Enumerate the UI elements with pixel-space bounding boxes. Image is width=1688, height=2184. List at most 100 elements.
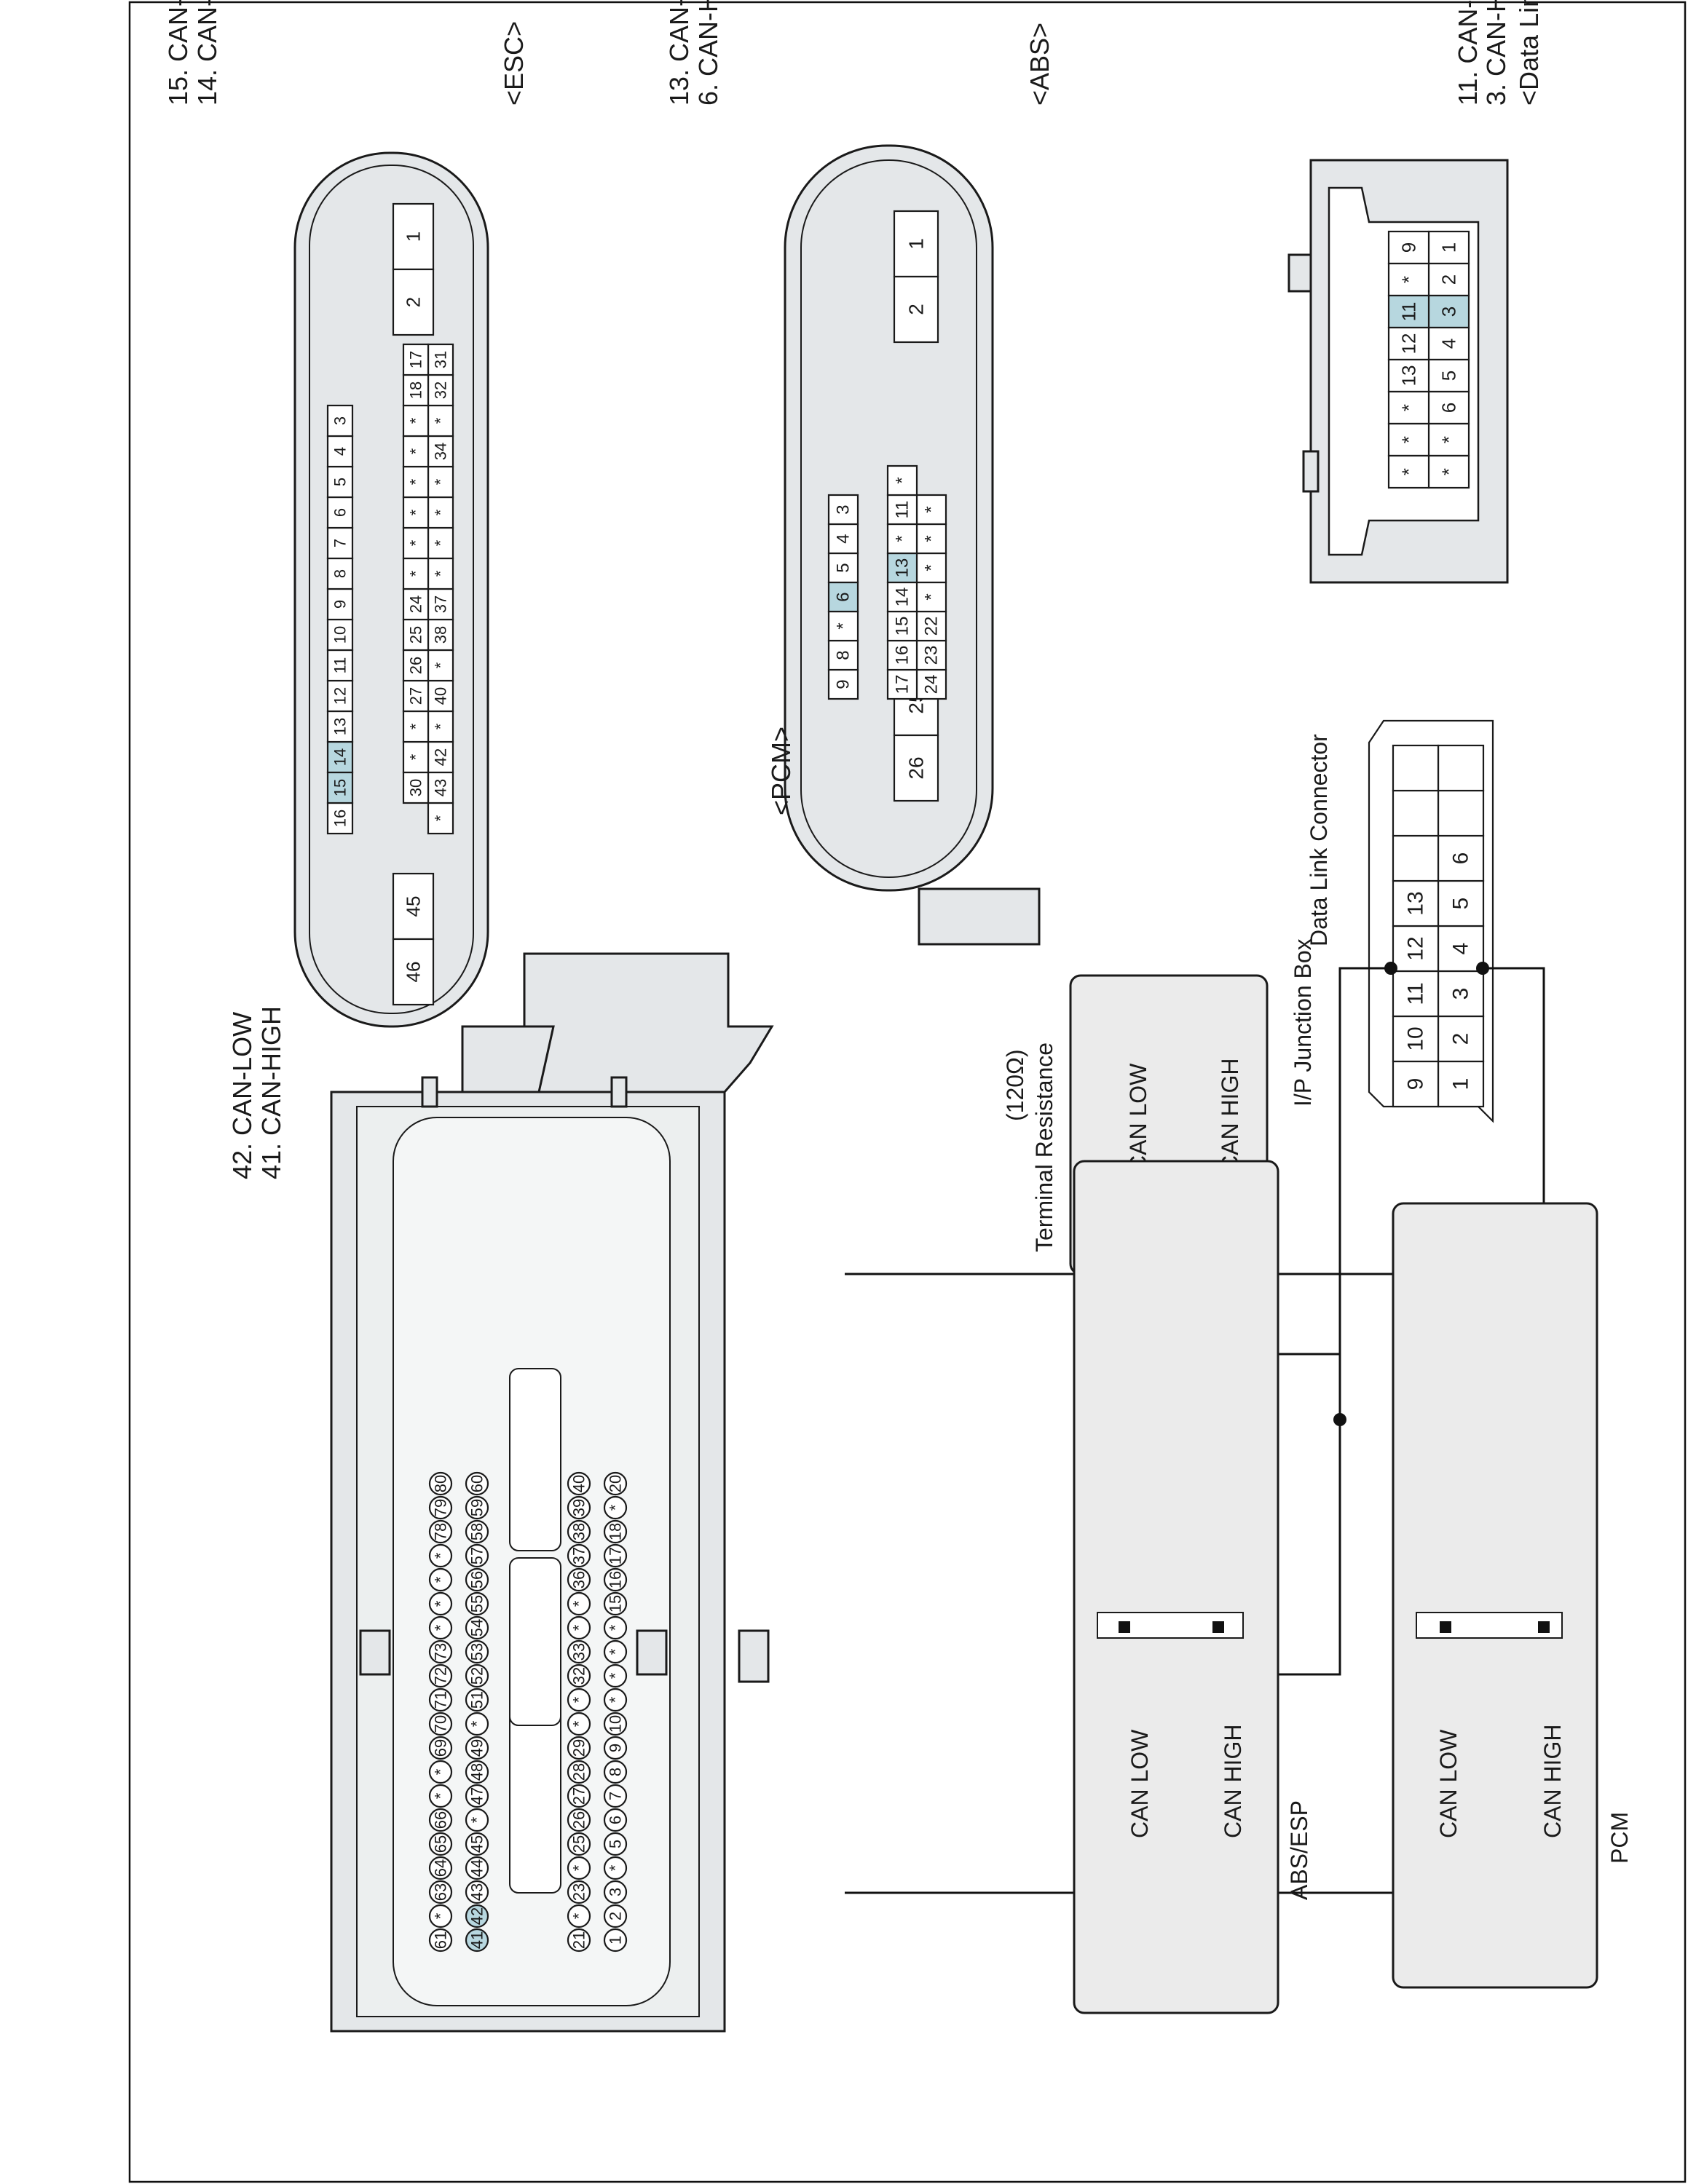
- pcm-pin-row2-17: 38: [567, 1519, 591, 1544]
- esc-pin-row1-4: 40: [427, 679, 454, 713]
- abs-pin-row1-1: 23: [915, 639, 947, 671]
- abs-title: <ABS>: [1025, 23, 1054, 106]
- pcm-pin-row4-9: 70: [428, 1712, 453, 1736]
- pcm-pin-row3-0: 41: [465, 1928, 489, 1952]
- pcm-pin-row1-0: 1: [603, 1928, 628, 1952]
- pcm-pin-row3-13-label: 54: [468, 1619, 486, 1637]
- esc-pin-row2-11: *: [402, 435, 430, 468]
- pcm-title: <PCM>: [766, 727, 796, 815]
- terminal-resistance-value: (120Ω): [1002, 1049, 1028, 1121]
- abs-pin-row2-0: 17: [886, 668, 918, 700]
- dlc-pin-6-top: *: [1427, 422, 1470, 457]
- abs-big-pin-top-1: 2: [893, 275, 939, 344]
- abs-pin-row3-2: *: [827, 610, 859, 642]
- esc-pin-row3-0: 16: [326, 802, 354, 835]
- esc-pin-row3-11-label: 5: [331, 478, 350, 486]
- pcm-pin-row2-10: *: [567, 1688, 591, 1712]
- pcm-pin-row1-4: 5: [603, 1832, 628, 1856]
- dlc-pin-2-top: 3: [1427, 294, 1470, 329]
- pcm-pin-row4-0-label: 61: [432, 1931, 450, 1949]
- esc-pin-row2-8-label: *: [407, 539, 425, 546]
- abs-pin-row2-1: 16: [886, 639, 918, 671]
- esc-pin-row1-1-label: 43: [432, 779, 450, 796]
- pcm-pin-row3-17-label: 58: [468, 1523, 486, 1540]
- esc-pin-row2-7: *: [402, 557, 430, 590]
- dlc-pin-4-top-label: 5: [1438, 371, 1460, 381]
- dlc-sch-pin-top-5: 6: [1437, 834, 1485, 882]
- abs-big-pin-top-0: 1: [893, 210, 939, 278]
- pcm-pin-row2-5: 26: [567, 1808, 591, 1832]
- pcm-pin-row2-9: *: [567, 1712, 591, 1736]
- abs-pin-row1-5-label: *: [922, 535, 942, 542]
- pcm-pin-row2-14-label: *: [570, 1600, 588, 1607]
- pcm-pin-row1-13-label: *: [607, 1624, 625, 1631]
- pcm-pin-row2-17-label: 38: [570, 1523, 588, 1540]
- pcm-pin-row1-11: *: [603, 1663, 628, 1688]
- abs-big-pin-bottom-1: 26: [893, 734, 939, 802]
- pcm-pin-row2-12-label: 33: [570, 1643, 588, 1661]
- pcm-pin-row4-14-label: *: [432, 1600, 450, 1607]
- dlc-sch-pin-bottom-4-label: 13: [1404, 891, 1428, 915]
- pcm-pin-row4-17-label: 78: [432, 1523, 450, 1540]
- esc-pin-row1-4-label: 40: [432, 687, 450, 705]
- esc-pin-row2-13-label: 18: [407, 381, 425, 399]
- pcm-pin-row2-2-label: 23: [570, 1883, 588, 1901]
- pcm-pin-row3-7-label: 48: [468, 1763, 486, 1781]
- dlc-pin-5-bottom-label: *: [1398, 404, 1420, 411]
- abs-pin-row1-6-label: *: [922, 506, 942, 513]
- abs-pin-row3-1-label: 8: [834, 650, 853, 660]
- pcm-pin-row1-1: 2: [603, 1904, 628, 1928]
- dlc-schematic-label: Data Link Connector: [1306, 734, 1332, 946]
- abs-pin-row2-5-label: *: [893, 535, 912, 542]
- pcm-pin-row3-9-label: *: [468, 1720, 486, 1727]
- esc-pin-row2-0-label: 30: [407, 779, 425, 796]
- abs-pin-row3-0: 9: [827, 668, 859, 700]
- esc-pin-row1-9-label: *: [432, 539, 450, 546]
- esc-pin-row1-10: *: [427, 496, 454, 529]
- dlc-pin-4-bottom-label: 13: [1398, 365, 1420, 387]
- esc-pin-row2-14-label: 17: [407, 351, 425, 368]
- junction-can-high: CAN HIGH: [1217, 1059, 1243, 1172]
- pcm-pin-row3-2: 43: [465, 1880, 489, 1904]
- esc-pin-row2-9: *: [402, 496, 430, 529]
- esc-connector: <ESC> 14. CAN-HIGH 15. CAN-LOW 124546*43…: [163, 0, 602, 1108]
- abs-pin-row2-2: 15: [886, 610, 918, 642]
- esc-pin-row3-2-label: 14: [331, 748, 350, 766]
- esc-big-pin-top-1: 2: [392, 268, 435, 336]
- abs-pin-row1-6: *: [915, 494, 947, 526]
- esc-big-pin-bottom-0: 45: [392, 872, 435, 941]
- pcm-pin-row1-9: 10: [603, 1712, 628, 1736]
- pcm-pin-row3-9: *: [465, 1712, 489, 1736]
- esc-pin-row2-1: *: [402, 740, 430, 774]
- pcm-pin-row4-10: 71: [428, 1688, 453, 1712]
- pcm-pin-row3-3: 44: [465, 1856, 489, 1880]
- pcm-module-can-high: CAN HIGH: [1539, 1725, 1566, 1838]
- esc-pin-row1-10-label: *: [432, 509, 450, 515]
- dlc-sch-pin-bottom-0: 9: [1392, 1060, 1440, 1108]
- esc-pin-row3-8-label: 8: [331, 569, 350, 578]
- pcm-pin-row2-2: 23: [567, 1880, 591, 1904]
- esc-pin-row2-12-label: *: [407, 417, 425, 424]
- pcm-pin-row1-19: 20: [603, 1471, 628, 1496]
- esc-pin-row1-6-label: 38: [432, 626, 450, 644]
- esc-pin-row2-14: 17: [402, 343, 430, 376]
- dlc-sch-pin-bottom-3: 12: [1392, 925, 1440, 973]
- pcm-pin-row2-8-label: 29: [570, 1739, 588, 1757]
- dlc-pin-3-top: 4: [1427, 326, 1470, 361]
- pcm-pin-row3-14: 55: [465, 1591, 489, 1616]
- abs-pin-row3-6: 3: [827, 494, 859, 526]
- esc-pin-row3-3: 13: [326, 710, 354, 743]
- dlc-sch-pin-bottom-3-label: 12: [1404, 936, 1428, 960]
- pcm-pin-row2-13-label: *: [570, 1624, 588, 1631]
- pcm-pin-row4-4-label: 65: [432, 1835, 450, 1853]
- abs-pin-row3-0-label: 9: [834, 679, 853, 689]
- pcm-pin-row1-0-label: 1: [607, 1936, 625, 1944]
- pcm-pin-row1-16-label: 17: [607, 1547, 625, 1564]
- dlc-pin-4-bottom: 13: [1387, 358, 1430, 393]
- abs-pin-row2-2-label: 15: [893, 617, 912, 636]
- pcm-pin-row2-19-label: 40: [570, 1475, 588, 1492]
- dlc-pin-3-top-label: 4: [1438, 339, 1460, 349]
- abs-pin-row2-1-label: 16: [893, 646, 912, 665]
- pcm-pin-row1-12-label: *: [607, 1648, 625, 1655]
- abs-pin-row2-0-label: 17: [893, 675, 912, 695]
